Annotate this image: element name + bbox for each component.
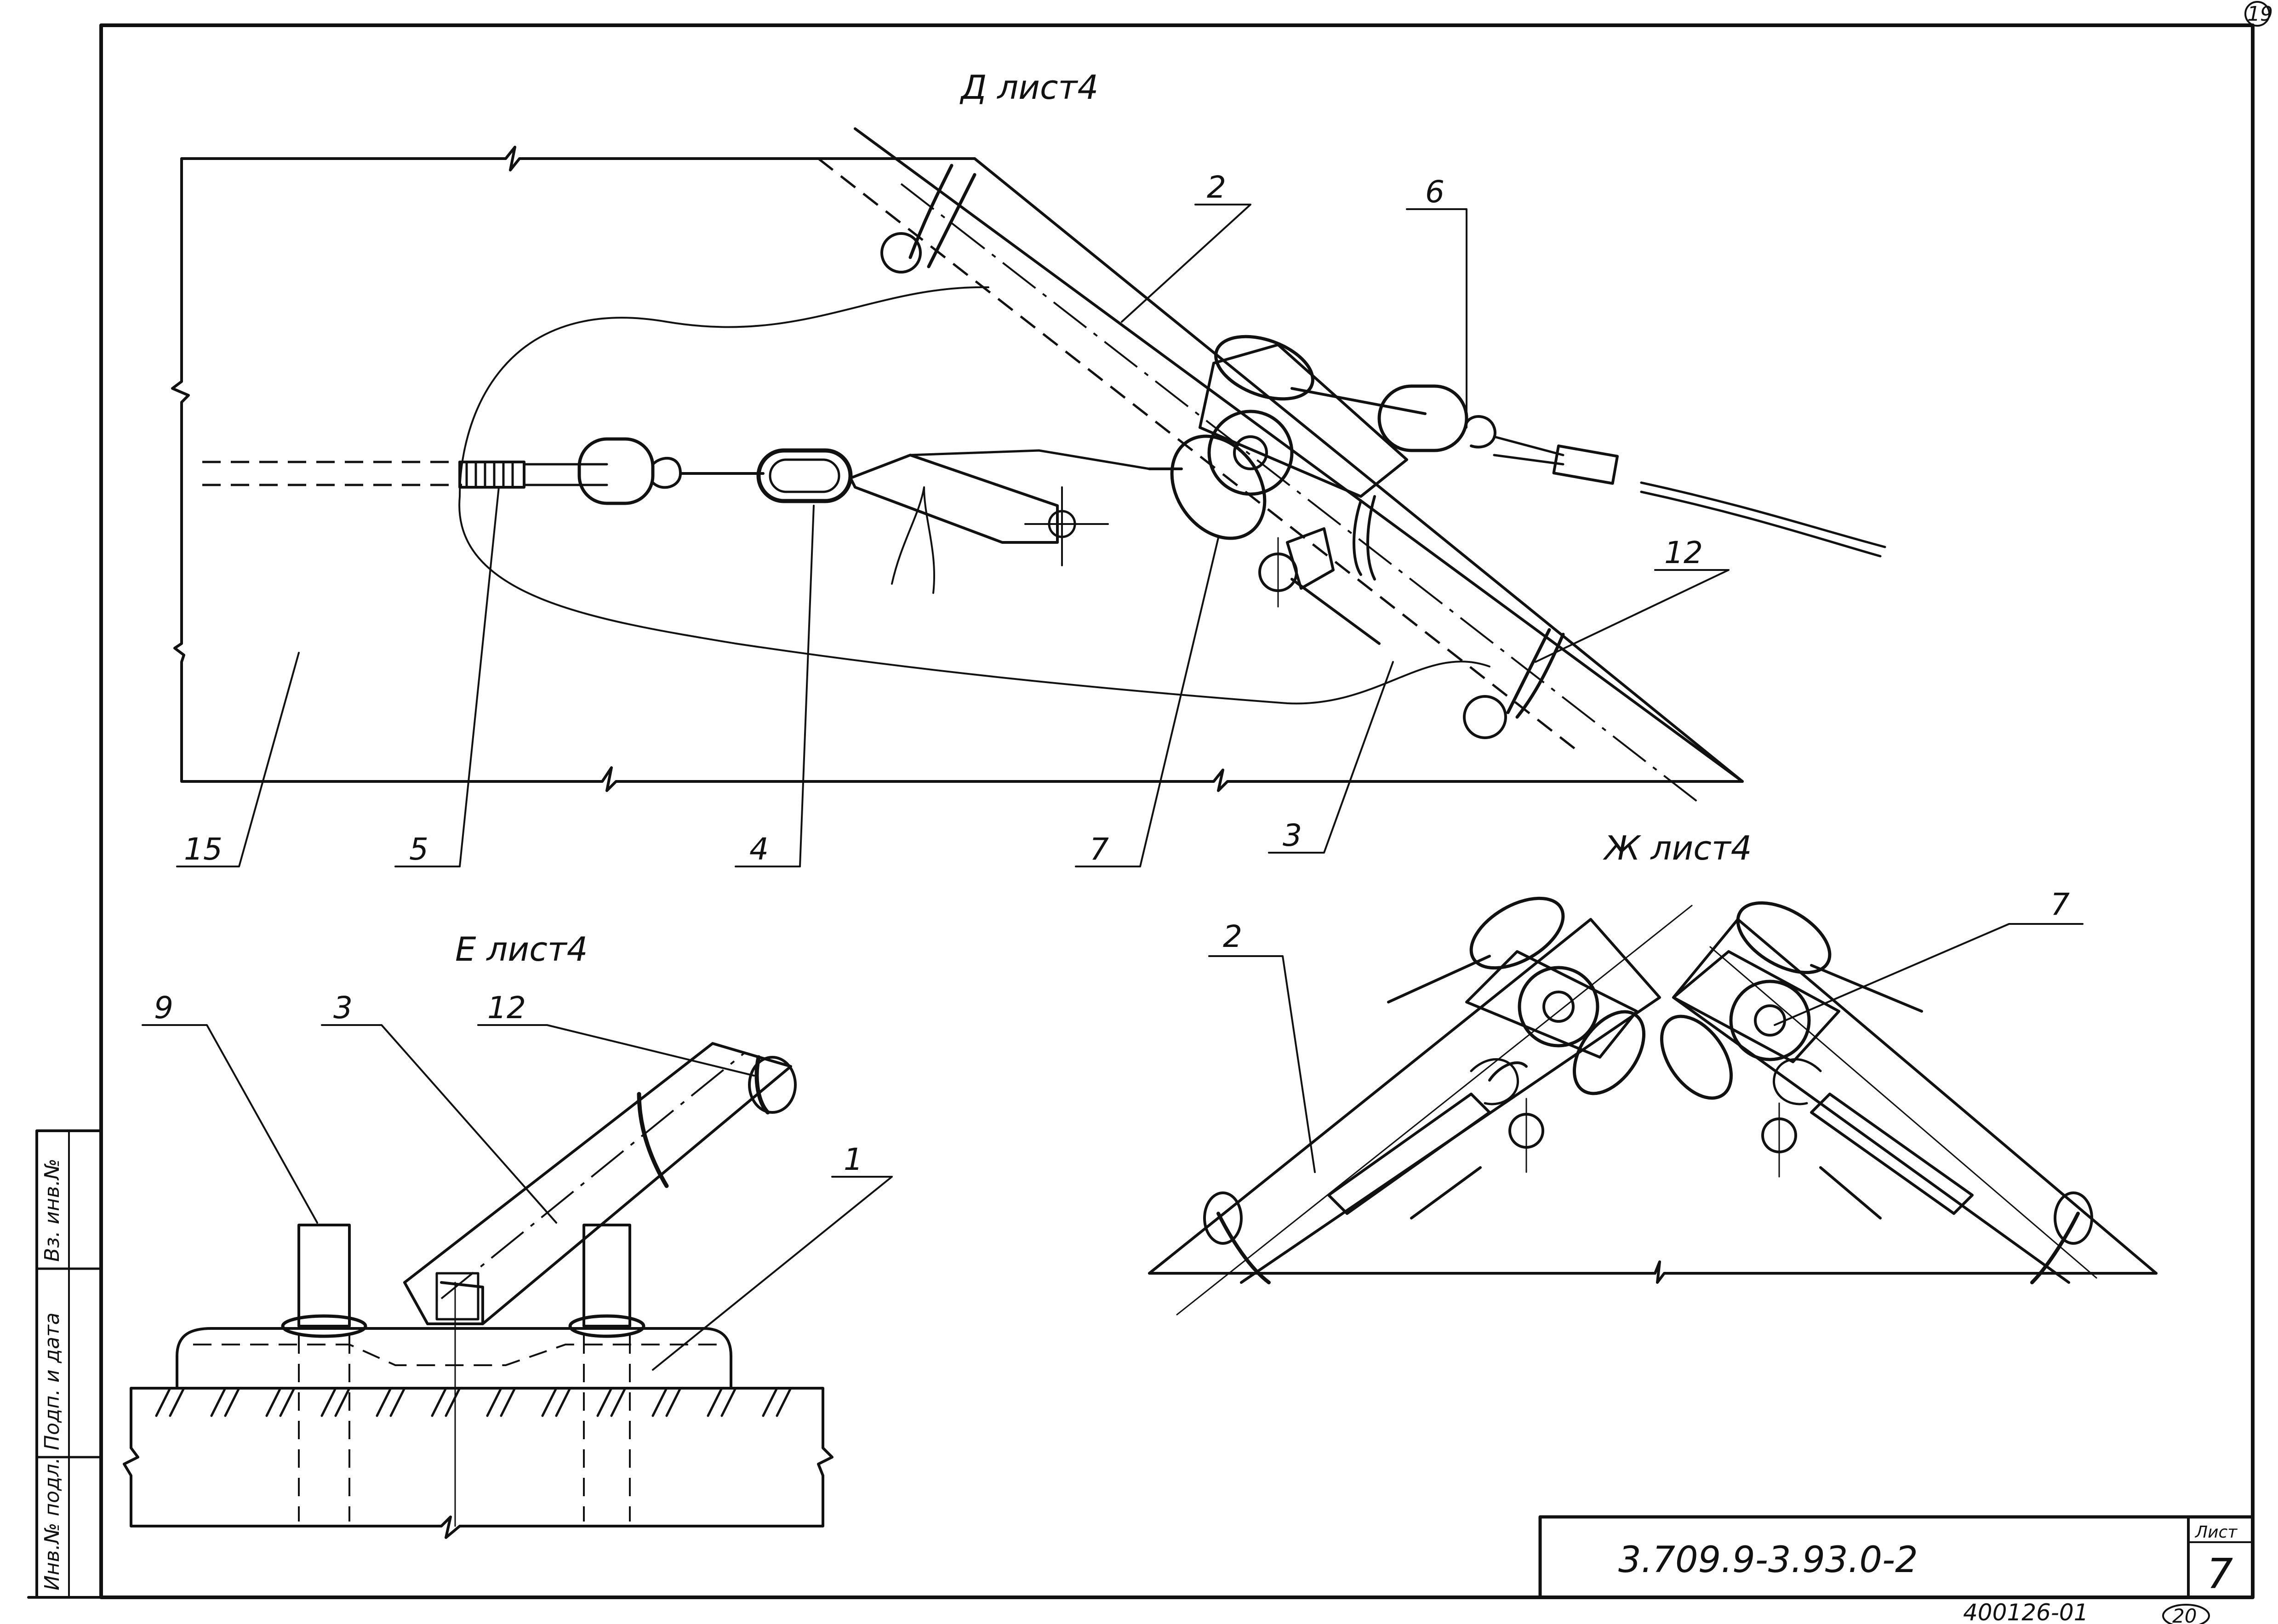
callout-d-6: 6 — [1425, 174, 1444, 210]
page-number-top: 19 — [2247, 2, 2273, 26]
view-zh: Ж лист4 — [1148, 829, 2158, 1316]
page-number-top-group: 19 — [2244, 1, 2273, 27]
stamp-inv-orig: Инв.№ подл. — [40, 1457, 64, 1590]
title-block: 3.709.9-3.93.0-2 Лист 7 — [1538, 1515, 2255, 1599]
view-e-leaders — [142, 1024, 893, 1371]
sheet-frame — [27, 23, 2255, 1599]
archive-number: 400126-01 — [1963, 1599, 2089, 1624]
sheet-number: 7 — [2207, 1550, 2233, 1598]
callout-e-12: 12 — [487, 990, 526, 1026]
callout-d-12: 12 — [1664, 535, 1703, 570]
stamp-inv-repl: Вз. инв.№ — [40, 1158, 64, 1262]
view-d-title: Д лист4 — [959, 68, 1098, 107]
page-number-bottom: 20 — [2172, 1605, 2197, 1624]
view-d: Д лист4 — [171, 68, 1886, 867]
sheet-label: Лист — [2194, 1523, 2238, 1542]
callout-d-4: 4 — [749, 832, 769, 867]
callout-d-15: 15 — [184, 832, 223, 867]
callout-e-3: 3 — [333, 990, 353, 1026]
side-stamp: Инв.№ подл. Подп. и дата Вз. инв.№ — [35, 1129, 103, 1599]
page-number-bottom-group: 20 — [2162, 1604, 2210, 1624]
callout-d-5: 5 — [409, 832, 428, 867]
callout-d-2: 2 — [1207, 170, 1226, 205]
view-e: Е лист4 — [123, 930, 893, 1539]
drawing-designation: 3.709.9-3.93.0-2 — [1618, 1539, 1918, 1581]
callout-e-1: 1 — [844, 1142, 863, 1177]
view-zh-title: Ж лист4 — [1603, 829, 1752, 867]
callout-d-7: 7 — [1090, 832, 1109, 867]
callout-zh-7: 7 — [2050, 887, 2070, 922]
callout-e-9: 9 — [154, 990, 173, 1026]
callout-d-3: 3 — [1283, 818, 1302, 853]
stamp-sign-date: Подп. и дата — [40, 1312, 64, 1450]
view-zh-leaders — [1208, 923, 2084, 1173]
callout-zh-2: 2 — [1223, 919, 1242, 954]
view-d-leaders — [176, 204, 1730, 867]
view-e-title: Е лист4 — [455, 930, 588, 969]
